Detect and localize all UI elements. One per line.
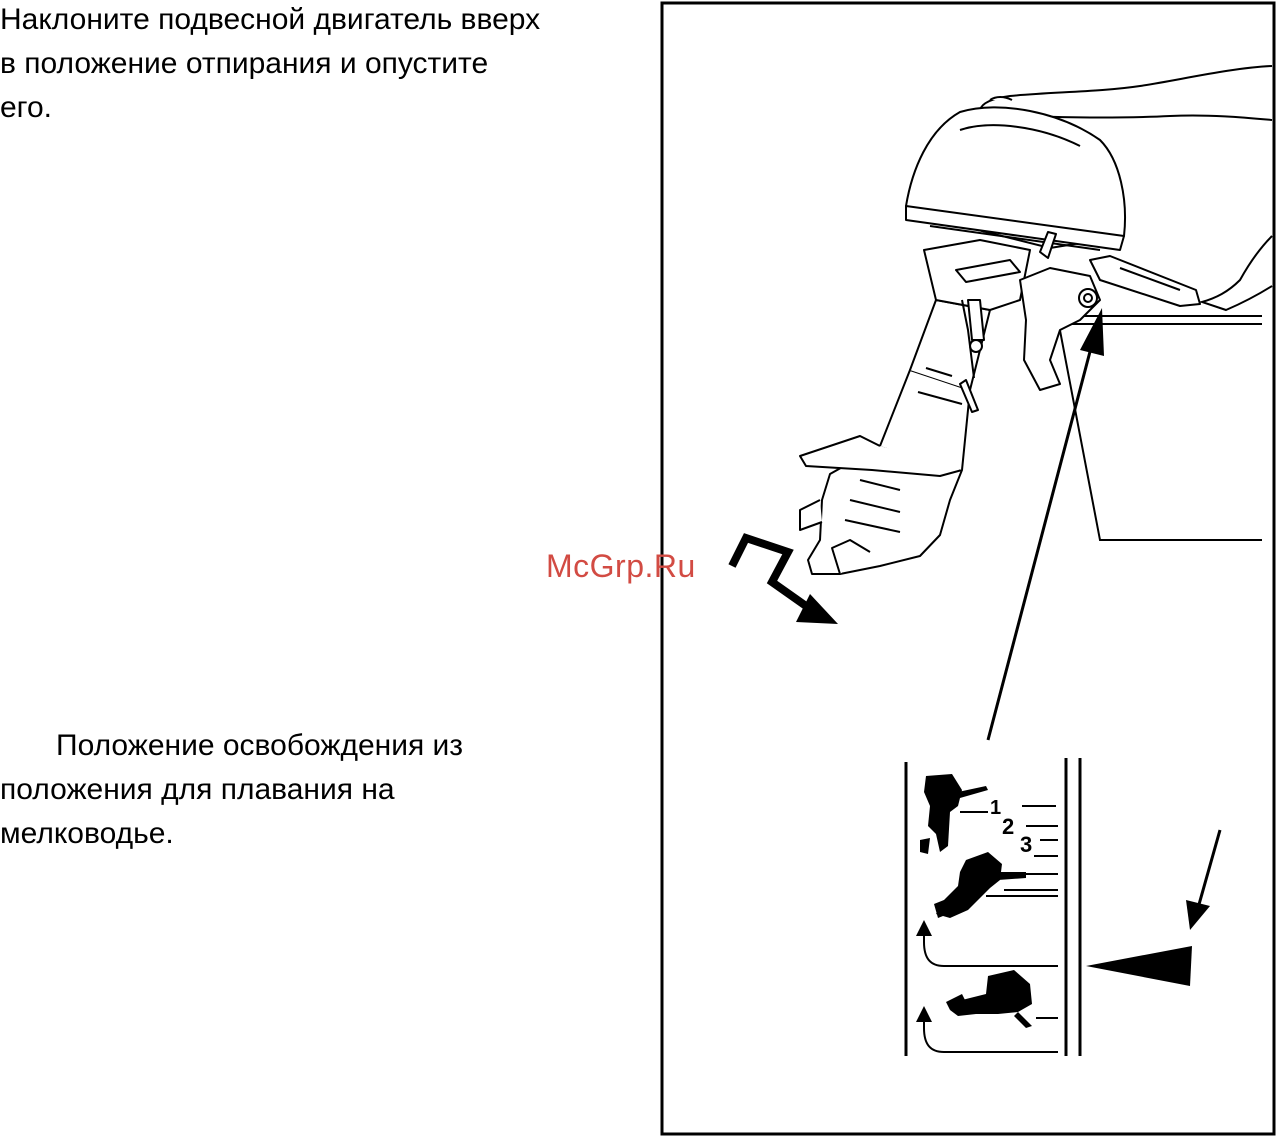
indicator-arrow xyxy=(1086,830,1220,986)
instruction-line: в положение отпирания и опустите xyxy=(0,42,540,86)
position-label: 1 xyxy=(990,797,1001,819)
return-arrow-head xyxy=(916,920,932,936)
motor-silhouette-horizontal xyxy=(946,970,1032,1028)
outboard-motor-illustration: 1 2 3 xyxy=(660,0,1278,1136)
instruction-text: Наклоните подвесной двигатель вверх в по… xyxy=(0,0,540,130)
caption-text: Положение освобождения из положения для … xyxy=(0,724,463,856)
instruction-line: его. xyxy=(0,86,540,130)
position-label: 2 xyxy=(1002,814,1014,839)
return-arrow-head xyxy=(916,1006,932,1022)
motor-silhouette-upright xyxy=(920,774,988,854)
caption-line: Положение освобождения из xyxy=(0,724,463,768)
caption-line: положения для плавания на xyxy=(0,768,463,812)
instruction-line: Наклоните подвесной двигатель вверх xyxy=(0,0,540,42)
outboard-motor xyxy=(800,107,1200,574)
position-label: 3 xyxy=(1020,832,1032,857)
hand-on-tiller xyxy=(1202,236,1272,310)
tilt-position-inset: 1 2 3 xyxy=(906,758,1080,1056)
watermark: McGrp.Ru xyxy=(546,548,696,585)
motor-silhouette-tilted xyxy=(934,852,1026,918)
caption-line: мелководье. xyxy=(0,812,463,856)
